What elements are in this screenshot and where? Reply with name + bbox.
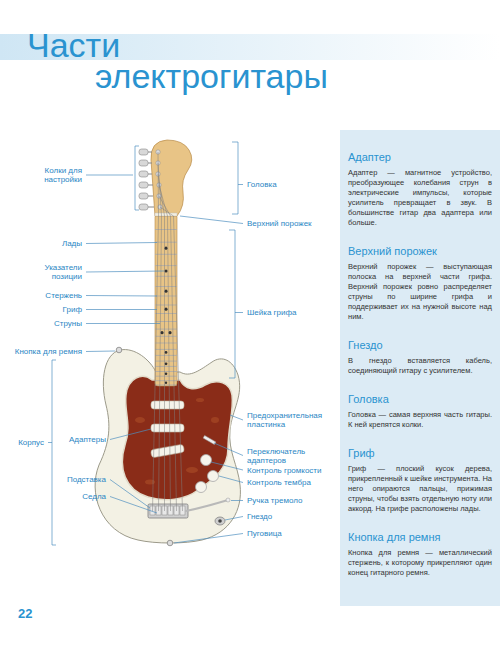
part-label: Корпус: [18, 438, 44, 447]
section-body: Верхний порожек — выступающая полоска на…: [348, 262, 492, 322]
tortoise-spots: [135, 398, 219, 485]
part-label: Верхний порожек: [247, 219, 312, 228]
part-label: Шейка грифа: [247, 308, 296, 317]
output-jack: [215, 517, 225, 525]
strings: [153, 152, 183, 511]
section-heading: Адаптер: [348, 150, 492, 164]
section-heading: Кнопка для ремня: [348, 530, 492, 544]
part-label: Адаптеры: [69, 435, 106, 444]
section-body: Кнопка для ремня — металлический стержен…: [348, 548, 492, 578]
end-button: [167, 540, 173, 546]
part-label: Головка: [247, 180, 277, 189]
part-label: Седла: [82, 492, 106, 501]
neck: [155, 214, 177, 386]
tremolo-arm: [186, 500, 228, 511]
section-heading: Гриф: [348, 446, 492, 460]
leader-lines: [48, 142, 243, 545]
part-label: Кнопка для ремня: [15, 347, 82, 356]
section-body: Гриф — плоский кусок дерева, прикрепленн…: [348, 464, 492, 514]
position-markers: [160, 247, 171, 384]
part-label: Струны: [54, 319, 82, 328]
part-label: Гриф: [63, 305, 82, 314]
part-label: Переключатель адаптеров: [247, 447, 305, 465]
part-label: Стержень: [45, 291, 82, 300]
part-label: Колки для настройки: [30, 166, 82, 184]
part-label: Предохранительная пластинка: [247, 411, 322, 429]
part-label: Лады: [62, 239, 82, 248]
saddles: [150, 506, 185, 515]
section-body: Головка — самая верхняя часть гитары. К …: [348, 410, 492, 430]
page-number: 22: [18, 606, 32, 621]
tremolo-tip: [226, 498, 230, 502]
knobs: [196, 455, 219, 493]
part-label: Контроль тембра: [247, 478, 311, 487]
part-label: Подставка: [67, 475, 106, 484]
jack-hole: [218, 519, 222, 523]
part-label: Ручка тремоло: [247, 496, 302, 505]
part-label: Пуговица: [247, 529, 282, 538]
bridge: [148, 504, 188, 518]
strap-button: [116, 347, 122, 353]
pickguard: [122, 376, 232, 499]
section-heading: Верхний порожек: [348, 244, 492, 258]
section-body: В гнездо вставляется кабель, соединяющий…: [348, 356, 492, 376]
part-label: Контроль громкости: [247, 466, 321, 475]
page-title: Части электрогитары: [27, 30, 340, 92]
part-label: Гнездо: [247, 512, 272, 521]
headstock: [151, 140, 192, 216]
info-panel: АдаптерАдаптер — магнитное устройство, п…: [340, 130, 500, 606]
part-label: Указатели позиции: [44, 263, 82, 281]
section-heading: Гнездо: [348, 338, 492, 352]
section-heading: Головка: [348, 392, 492, 406]
section-body: Адаптер — магнитное устройство, преобраз…: [348, 168, 492, 228]
